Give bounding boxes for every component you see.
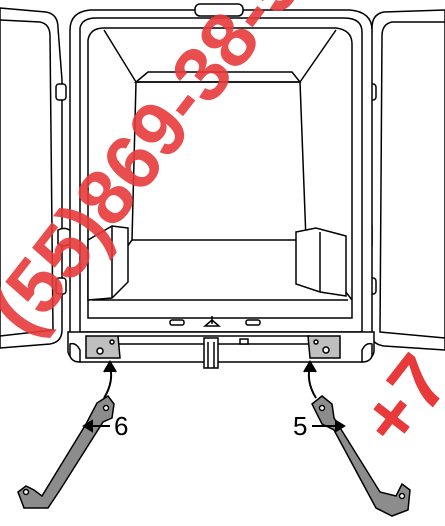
left-mount-arrow (103, 360, 117, 399)
left-door (0, 7, 67, 349)
callout-arrow-6 (82, 419, 110, 433)
left-mounting-plate (85, 335, 121, 359)
callout-label-6: 6 (114, 411, 128, 441)
left-bracket-part (17, 394, 115, 509)
rear-bumper (67, 331, 375, 369)
floor-markings (169, 316, 261, 327)
right-wheel-arch (295, 227, 347, 297)
left-wheel-arch (87, 225, 129, 301)
callout-arrow-5 (312, 419, 346, 433)
right-mounting-plate (307, 335, 341, 359)
right-mount-arrow (303, 360, 317, 399)
callout-label-5: 5 (293, 411, 307, 441)
right-door (365, 9, 445, 351)
